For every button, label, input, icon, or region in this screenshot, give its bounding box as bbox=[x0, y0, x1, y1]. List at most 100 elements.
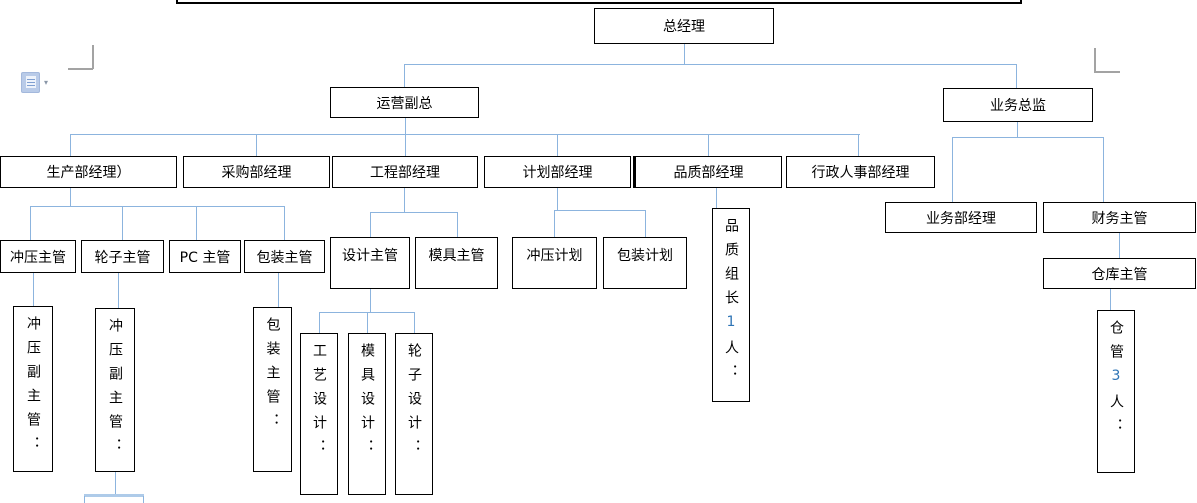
node-label: 采购部经理 bbox=[221, 165, 292, 181]
connector-line bbox=[716, 188, 717, 208]
node-label: 业务总监 bbox=[990, 98, 1046, 114]
node-label: 人： bbox=[1108, 394, 1124, 442]
node-label: 品质组长 bbox=[723, 218, 739, 314]
page-margin-mark-right bbox=[1094, 48, 1096, 72]
node-label: 财务主管 bbox=[1091, 210, 1148, 227]
node-label: 冲压副主管： bbox=[107, 318, 123, 462]
connector-line bbox=[557, 188, 558, 210]
connector-line bbox=[858, 134, 859, 156]
node-label: 总经理 bbox=[663, 19, 705, 35]
node-wheel-supervisor[interactable]: 轮子主管 bbox=[81, 240, 164, 273]
node-mold-supervisor[interactable]: 模具主管 bbox=[415, 237, 498, 289]
node-label: 模具主管 bbox=[428, 248, 485, 264]
connector-line bbox=[122, 206, 123, 240]
node-process-design[interactable]: 工艺设计： bbox=[300, 333, 338, 495]
node-packaging-supervisor-vertical[interactable]: 包装主管： bbox=[253, 307, 292, 472]
node-packaging-plan[interactable]: 包装计划 bbox=[603, 237, 687, 289]
connector-line bbox=[84, 494, 144, 497]
connector-line bbox=[1016, 64, 1017, 88]
connector-line bbox=[952, 137, 1103, 138]
node-design-supervisor[interactable]: 设计主管 bbox=[330, 237, 410, 289]
page-margin-mark-left bbox=[92, 45, 94, 69]
node-warehouse-keeper[interactable]: 仓管3人： bbox=[1097, 310, 1135, 473]
connector-line bbox=[70, 134, 71, 156]
connector-line bbox=[367, 312, 368, 333]
node-general-manager[interactable]: 总经理 bbox=[594, 8, 774, 44]
connector-line bbox=[405, 117, 406, 156]
node-label: 品质部经理 bbox=[673, 165, 744, 181]
node-label: 仓库主管 bbox=[1091, 266, 1148, 283]
node-business-dept-manager[interactable]: 业务部经理 bbox=[885, 202, 1037, 233]
node-mold-design[interactable]: 模具设计： bbox=[348, 333, 386, 495]
connector-line bbox=[319, 312, 320, 333]
connector-line bbox=[196, 206, 197, 240]
node-label: PC 主管 bbox=[179, 249, 231, 266]
node-label: 工艺设计： bbox=[311, 343, 327, 463]
connector-line bbox=[554, 210, 645, 211]
node-label: 生产部经理） bbox=[46, 165, 131, 181]
node-label: 包装主管： bbox=[264, 317, 281, 437]
connector-line bbox=[319, 312, 414, 313]
node-stamping-supervisor[interactable]: 冲压主管 bbox=[0, 240, 76, 273]
connector-line bbox=[370, 289, 371, 312]
connector-line bbox=[143, 496, 144, 503]
connector-line bbox=[684, 44, 685, 64]
connector-line bbox=[70, 134, 860, 135]
connector-line bbox=[115, 472, 116, 495]
node-label: 轮子主管 bbox=[94, 249, 151, 266]
node-packaging-supervisor[interactable]: 包装主管 bbox=[244, 240, 325, 273]
node-quality-team-leader[interactable]: 品质组长1人： bbox=[712, 208, 750, 402]
node-pc-supervisor[interactable]: PC 主管 bbox=[169, 240, 241, 273]
node-stamping-plan[interactable]: 冲压计划 bbox=[512, 237, 597, 289]
connector-line bbox=[33, 273, 34, 306]
connector-line bbox=[370, 212, 371, 237]
connector-line bbox=[404, 64, 1017, 65]
node-admin-hr-manager[interactable]: 行政人事部经理 bbox=[786, 156, 935, 188]
node-warehouse-supervisor[interactable]: 仓库主管 bbox=[1043, 258, 1196, 289]
node-label: 冲压副主管： bbox=[25, 316, 41, 460]
node-purchasing-manager[interactable]: 采购部经理 bbox=[183, 156, 330, 188]
connector-line bbox=[952, 137, 953, 202]
dropdown-arrow-icon: ▾ bbox=[44, 78, 49, 87]
connector-line bbox=[557, 134, 558, 156]
node-finance-supervisor[interactable]: 财务主管 bbox=[1043, 202, 1196, 233]
connector-line bbox=[84, 496, 85, 503]
connector-line bbox=[1110, 289, 1111, 310]
node-label: 计划部经理 bbox=[522, 165, 593, 181]
node-label: 人： bbox=[723, 340, 739, 388]
node-engineering-manager[interactable]: 工程部经理 bbox=[332, 156, 478, 188]
connector-line bbox=[1103, 137, 1104, 202]
node-business-director[interactable]: 业务总监 bbox=[943, 88, 1093, 122]
node-stamping-deputy-supervisor-2[interactable]: 冲压副主管： bbox=[95, 308, 135, 472]
node-label: 轮子设计： bbox=[406, 343, 422, 463]
connector-line bbox=[457, 212, 458, 237]
node-label: 工程部经理 bbox=[370, 165, 440, 181]
node-quality-manager[interactable]: 品质部经理 bbox=[633, 156, 782, 188]
node-wheel-design[interactable]: 轮子设计： bbox=[395, 333, 433, 495]
connector-line bbox=[404, 64, 405, 87]
page-margin-mark-left-horizontal bbox=[68, 68, 93, 70]
connector-line bbox=[370, 212, 457, 213]
clipboard-icon bbox=[21, 72, 40, 93]
connector-line bbox=[278, 273, 279, 307]
node-label: 冲压主管 bbox=[10, 249, 66, 266]
truncated-title-box[interactable] bbox=[176, 0, 1022, 4]
connector-line bbox=[414, 312, 415, 333]
node-stamping-deputy-supervisor-1[interactable]: 冲压副主管： bbox=[13, 306, 53, 472]
connector-line bbox=[70, 188, 71, 206]
connector-line bbox=[645, 210, 646, 237]
node-production-manager[interactable]: 生产部经理） bbox=[0, 156, 177, 188]
node-label: 行政人事部经理 bbox=[811, 165, 910, 181]
node-planning-manager[interactable]: 计划部经理 bbox=[484, 156, 631, 188]
connector-line bbox=[708, 134, 709, 156]
node-operations-vp[interactable]: 运营副总 bbox=[330, 87, 479, 118]
connector-line bbox=[256, 134, 257, 156]
node-label: 冲压计划 bbox=[526, 248, 583, 264]
node-label: 包装计划 bbox=[617, 248, 673, 264]
connector-line bbox=[1119, 233, 1120, 258]
page-margin-mark-right-horizontal bbox=[1094, 71, 1120, 73]
connector-line bbox=[404, 188, 405, 212]
paste-options-button[interactable]: ▾ bbox=[19, 70, 53, 94]
connector-line bbox=[118, 273, 119, 308]
